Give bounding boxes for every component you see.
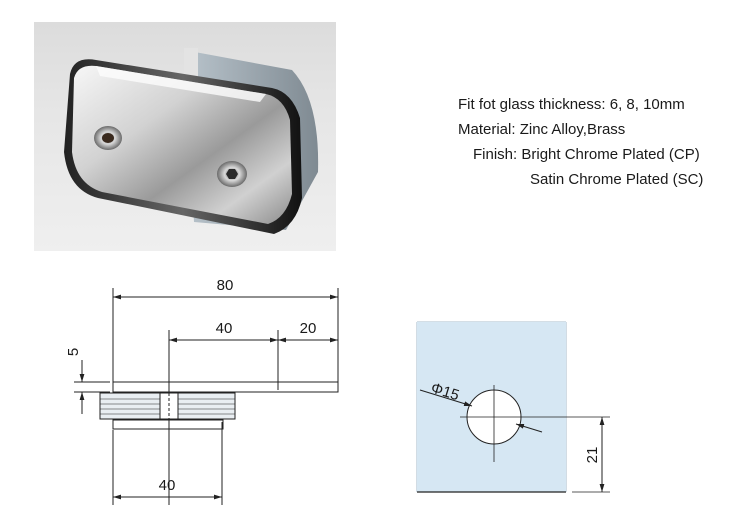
spec-material-label: Material: (458, 121, 516, 138)
dim-hole-spacing: 40 (216, 320, 233, 337)
spec-finish-value-1: Bright Chrome Plated (CP) (521, 146, 700, 163)
dim-lower-width: 40 (159, 477, 176, 494)
glass-slot (184, 48, 198, 78)
specification-list: Fit fot glass thickness: 6, 8, 10mm Mate… (458, 92, 703, 192)
spec-material: Material: Zinc Alloy,Brass (458, 117, 703, 142)
product-photo (34, 22, 336, 251)
glass-hole-drawing (416, 321, 610, 493)
bottom-plate (112, 419, 224, 430)
glass-clamp-image (64, 48, 319, 234)
spec-finish-2: Satin Chrome Plated (SC) (458, 167, 703, 192)
dim-edge-offset: 20 (300, 320, 317, 337)
spec-thickness: Fit fot glass thickness: 6, 8, 10mm (458, 92, 703, 117)
spec-thickness-label: Fit fot glass thickness: (458, 96, 606, 113)
top-plate (112, 381, 339, 393)
spec-thickness-value: 6, 8, 10mm (609, 96, 685, 113)
spec-finish: Finish: Bright Chrome Plated (CP) (458, 142, 703, 167)
spec-material-value: Zinc Alloy,Brass (519, 121, 626, 138)
spec-finish-value-2: Satin Chrome Plated (SC) (530, 171, 704, 188)
dim-thickness: 5 (65, 348, 82, 356)
spec-finish-label: Finish: (473, 146, 518, 163)
dim-hole-height: 21 (584, 447, 601, 464)
side-view-drawing (74, 288, 339, 505)
dim-overall-width: 80 (217, 277, 234, 294)
